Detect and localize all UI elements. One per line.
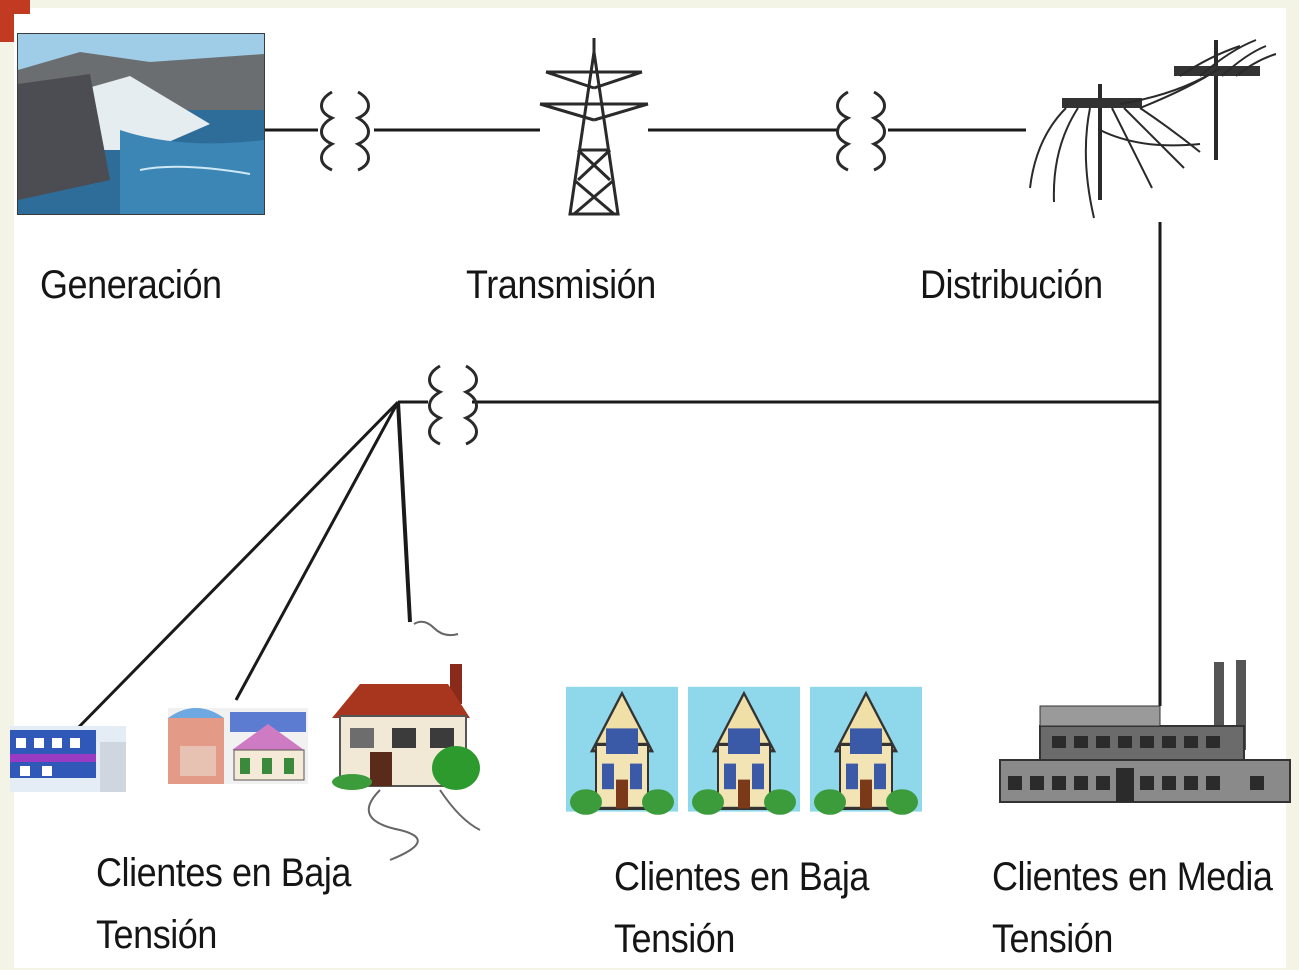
- house-icon: [564, 685, 680, 817]
- distribution-label: Distribución: [920, 263, 1103, 307]
- house-icon: [686, 685, 802, 817]
- transformer-icon: [428, 364, 478, 446]
- label-line: Clientes en Baja: [614, 855, 869, 899]
- generation-label: Generación: [40, 263, 222, 307]
- label-line: Tensión: [614, 917, 735, 961]
- transformer-icon: [836, 90, 886, 172]
- label-line: Tensión: [992, 917, 1113, 961]
- medium-voltage-clients-label: Clientes en Media Tensión: [992, 846, 1273, 970]
- power-lines: [70, 128, 1162, 736]
- label-line: Tensión: [96, 913, 217, 957]
- house-icon: [808, 685, 924, 817]
- apartment-building-icon: [10, 726, 126, 792]
- shop-building-icon: [168, 708, 308, 784]
- house-icon: [332, 620, 481, 861]
- low-voltage-clients-label: Clientes en Baja Tensión: [614, 846, 869, 970]
- factory-icon: [999, 660, 1291, 803]
- low-voltage-clients-label: Clientes en Baja Tensión: [96, 842, 351, 966]
- corner-mark: [0, 0, 30, 42]
- transmission-tower-icon: [539, 38, 649, 216]
- label-line: Clientes en Media: [992, 855, 1273, 899]
- distribution-pole-icon: [1029, 39, 1277, 219]
- transmission-label: Transmisión: [466, 263, 656, 307]
- label-line: Clientes en Baja: [96, 851, 351, 895]
- transformer-icon: [320, 90, 370, 172]
- hydroelectric-dam-icon: [17, 33, 265, 215]
